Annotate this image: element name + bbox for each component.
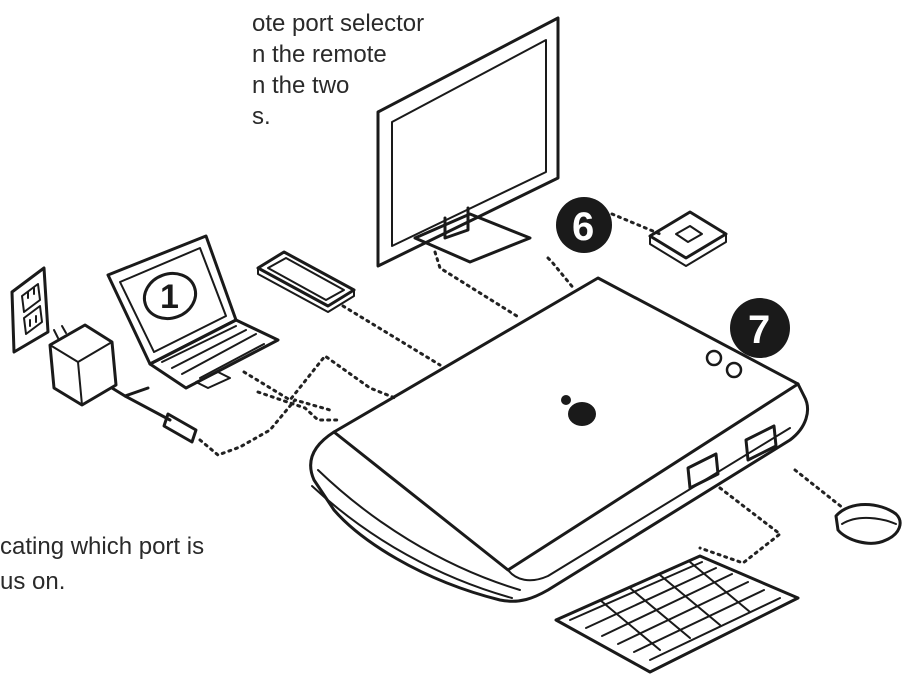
mouse-icon <box>834 503 902 545</box>
phone-cable <box>341 304 442 367</box>
laptop-icon: 1 <box>106 234 280 390</box>
usb-drive-icon <box>648 210 728 267</box>
laptop-badge-number: 1 <box>160 278 179 316</box>
docking-hub-icon <box>309 276 809 603</box>
usb-drive-cable <box>610 212 662 236</box>
laptop-cable-b <box>256 390 342 422</box>
hub-logo-small-dot <box>561 395 571 405</box>
connection-lines <box>198 212 845 565</box>
charger-cable <box>198 398 332 457</box>
keyboard-cable <box>698 486 783 565</box>
hub-logo-dot <box>568 402 596 426</box>
badge-6-number: 6 <box>572 205 594 249</box>
power-adapter-icon <box>48 323 198 444</box>
top-text-line-4: s. <box>252 103 271 130</box>
hub-usb-port-2 <box>744 424 778 462</box>
top-text-line-2: n the remote <box>252 41 387 68</box>
hub-usb-port-1 <box>686 452 720 490</box>
bottom-text-line-1: cating which port is <box>0 533 205 560</box>
badge-7-number: 7 <box>748 308 770 352</box>
badge-7-circle <box>730 298 790 358</box>
laptop-cable-a <box>242 353 397 402</box>
usb-port-badge: 6 <box>556 197 612 253</box>
top-text-line-1: ote port selector <box>252 10 425 37</box>
top-text-line-3: n the two <box>252 72 350 99</box>
usb-port-6-leader <box>546 256 577 292</box>
port-led-1 <box>705 349 723 367</box>
bottom-text-line-2: us on. <box>0 568 66 595</box>
monitor-icon <box>376 16 560 268</box>
port-led-2 <box>725 361 743 379</box>
laptop-badge-oval <box>142 271 198 321</box>
phone-icon <box>256 250 356 313</box>
mouse-cable <box>793 468 845 510</box>
monitor-cable <box>433 250 522 320</box>
port-selector-badge: 7 <box>730 298 790 358</box>
badge-6-circle <box>556 197 612 253</box>
keyboard-icon <box>554 554 800 674</box>
wall-outlet-icon <box>10 266 50 354</box>
